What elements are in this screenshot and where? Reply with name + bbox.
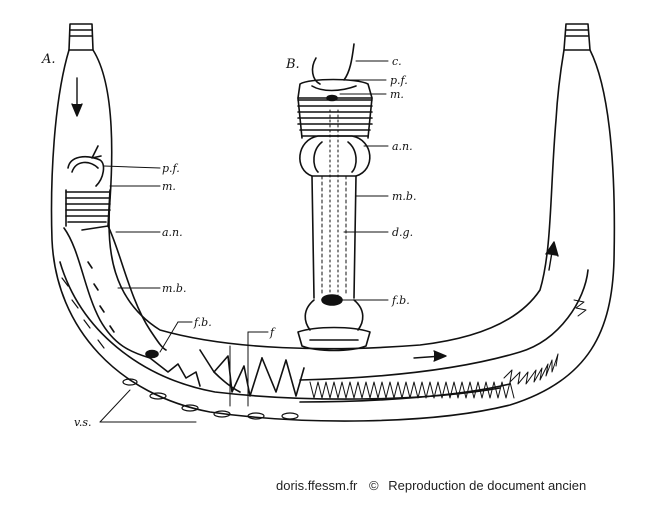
credit-line: doris.ffessm.fr © Reproduction de docume… [276, 478, 646, 496]
label-b-m: m. [390, 88, 404, 101]
label-b-pf: p.f. [390, 74, 408, 87]
ventral-suckers [61, 277, 299, 420]
label-b-dg: d.g. [392, 226, 413, 239]
leader-lines [99, 60, 389, 423]
label-a-fb: f.b. [193, 316, 212, 329]
panel-label-b: B. [285, 57, 300, 72]
label-b-c: c. [392, 55, 402, 68]
credit-note: Reproduction de document ancien [388, 478, 587, 493]
worm-b [297, 43, 373, 352]
label-b-an: a.n. [392, 140, 413, 153]
flow-arrows [71, 77, 559, 362]
label-a-mb: m.b. [162, 282, 186, 295]
label-a-vs: v.s. [74, 416, 92, 429]
label-a-f: f [269, 326, 276, 339]
copyright-icon: © [369, 478, 379, 493]
credit-site: doris.ffessm.fr [276, 478, 358, 493]
label-a-pf: p.f. [162, 162, 180, 175]
posterior-segments [309, 299, 587, 399]
worm-body [63, 145, 589, 403]
label-a-m: m. [162, 180, 176, 193]
u-tube-outline [50, 23, 616, 422]
label-b-fb: f.b. [391, 294, 410, 307]
label-b-mb: m.b. [392, 190, 416, 203]
panel-label-a: A. [41, 52, 56, 67]
fecal-body-a [145, 349, 159, 359]
label-a-an: a.n. [162, 226, 183, 239]
